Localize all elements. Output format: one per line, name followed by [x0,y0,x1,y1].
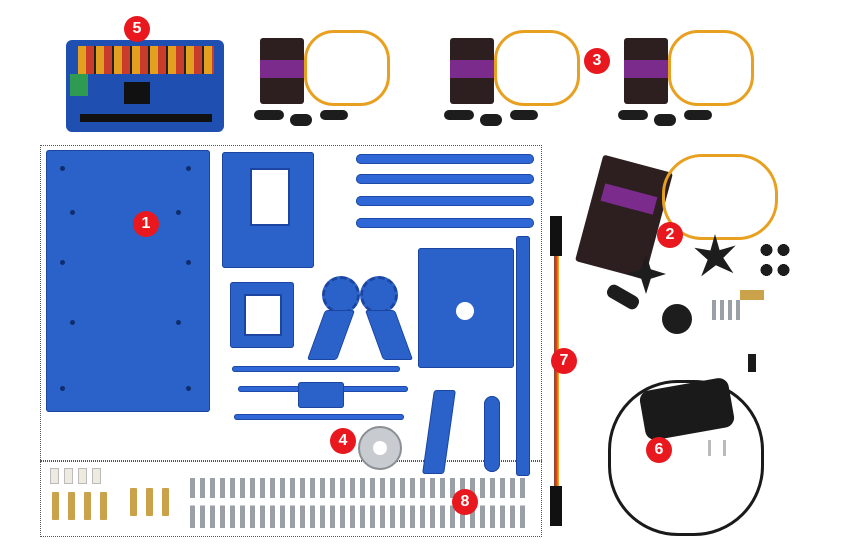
micro-servo-1 [240,14,410,144]
callout-6: 6 [646,437,672,463]
brass-standoff [84,492,91,520]
screw-rows [190,478,530,528]
long-side-bar [516,236,530,476]
power-adapter [598,350,768,540]
servo-screws [712,300,742,320]
lower-rod [234,414,404,420]
bearing-center [373,441,387,455]
brass-nuts [740,290,764,300]
end-link [484,396,500,472]
servo-cable [668,30,754,106]
callout-7: 7 [551,348,577,374]
servo-cutout [250,168,290,226]
brass-standoff [162,488,169,516]
micro-servo-3 [614,14,774,144]
hole [60,386,65,391]
driver-chip [124,82,150,104]
rubber-grommets [758,240,792,280]
servo-label [624,60,668,78]
cable-connector-bottom [550,486,562,526]
nylon-spacer [78,468,87,484]
hole [186,166,191,171]
adapter-cable [608,380,764,536]
nylon-spacer [64,468,73,484]
arm-bar [356,218,534,228]
servo-label [260,60,304,78]
pin-header-row [78,46,214,74]
servo-horn [618,110,648,120]
gripper-gear-left [322,276,360,314]
arm-bar [356,174,534,184]
brass-standoff [52,492,59,520]
servo-cable [494,30,580,106]
gripper-gear-right [360,276,398,314]
hole [186,386,191,391]
callout-8: 8 [452,489,478,515]
nylon-spacer [92,468,101,484]
servo-cable [662,154,778,240]
adapter-plug-prongs [708,440,726,456]
servo-horn [254,110,284,120]
lower-rod [232,366,400,372]
servo-disc-horn [662,304,692,334]
servo-horn [684,110,712,120]
servo-horn [444,110,474,120]
micro-usb-plug [748,354,756,372]
cable-connector-top [550,216,562,256]
servo-horn [654,114,676,126]
servo-body [574,154,674,280]
parts-outline [40,145,542,462]
slewing-bearing [358,426,402,470]
callout-3: 3 [584,48,610,74]
bracket-center-hole [456,302,474,320]
base-plate [46,150,210,412]
arm-bar [356,154,534,164]
hole [70,210,75,215]
brass-standoff [100,492,107,520]
micro-servo-2 [430,14,600,144]
servo-cable [304,30,390,106]
callout-4: 4 [330,428,356,454]
servo-horn [480,114,502,126]
rotating-base-bracket [418,248,514,368]
servo-horn [604,282,642,312]
bracket-cutout [244,294,282,336]
servo-star-horn [694,234,736,277]
brass-standoff [68,492,75,520]
servo-mount-plate [222,152,314,268]
callout-2: 2 [657,222,683,248]
power-terminal [70,74,88,96]
servo-horn [510,110,538,120]
hole [176,210,181,215]
servo-horn [320,110,348,120]
hardware-outline [40,460,542,537]
hole [60,166,65,171]
brass-standoff [146,488,153,516]
nylon-spacer [50,468,59,484]
brass-standoff [130,488,137,516]
gpio-header [80,114,212,122]
callout-1: 1 [133,211,159,237]
hole [176,320,181,325]
standard-servo [574,150,802,350]
hole [70,320,75,325]
callout-5: 5 [124,16,150,42]
hole [186,260,191,265]
arm-bar [356,196,534,206]
servo-horn [290,114,312,126]
servo-label [450,60,494,78]
servo-driver-board [66,40,224,132]
hole [60,260,65,265]
small-servo-bracket [230,282,294,348]
lower-link [298,382,344,408]
